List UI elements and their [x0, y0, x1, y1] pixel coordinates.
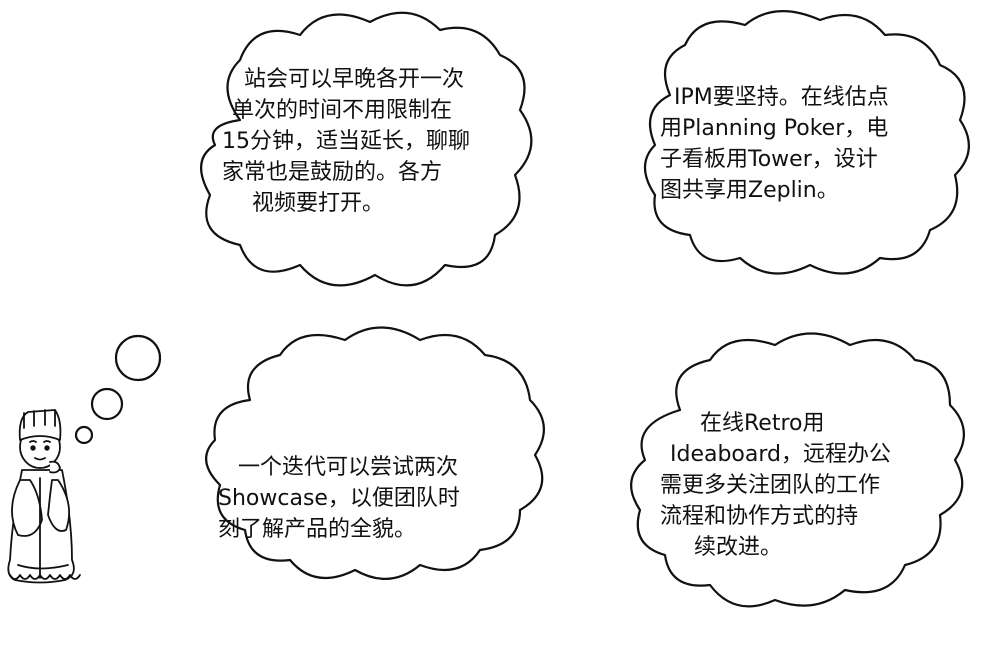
cloud-1-line-4: 家常也是鼓励的。各方 [222, 160, 443, 185]
cloud-1-line-5: 视频要打开。 [252, 191, 385, 216]
cloud-1-line-2: 单次的时间不用限制在 [232, 98, 453, 123]
thought-cloud-4 [630, 332, 965, 608]
thought-bubble-large [114, 334, 162, 382]
thought-cloud-3 [205, 326, 545, 580]
cloud-4-line-4: 流程和协作方式的持 [660, 504, 859, 529]
cloud-3-line-1: 一个迭代可以尝试两次 [238, 455, 459, 480]
thought-cloud-2 [643, 10, 970, 275]
thought-bubble-small [74, 425, 94, 445]
cloud-1-line-3: 15分钟，适当延长，聊聊 [222, 129, 470, 154]
thought-cloud-1 [200, 11, 533, 287]
thinking-scholar-icon [7, 409, 81, 584]
cloud-4-line-2: Ideaboard，远程办公 [670, 442, 891, 467]
cloud-1-text: 站会可以早晚各开一次 单次的时间不用限制在 15分钟，适当延长，聊聊 家常也是鼓… [222, 64, 470, 219]
cloud-4-text: 在线Retro用 Ideaboard，远程办公 需更多关注团队的工作 流程和协作… [660, 408, 891, 563]
cloud-2-line-1: IPM要坚持。在线估点 [674, 85, 889, 110]
cloud-3-text: 一个迭代可以尝试两次 Showcase，以便团队时 刻了解产品的全貌。 [218, 452, 460, 545]
cloud-2-line-2: 用Planning Poker，电 [660, 116, 889, 141]
cloud-2-line-3: 子看板用Tower，设计 [660, 147, 878, 172]
cloud-4-line-5: 续改进。 [694, 535, 783, 560]
thought-bubble-medium [90, 387, 124, 421]
cloud-4-line-3: 需更多关注团队的工作 [660, 473, 881, 498]
cloud-1-line-1: 站会可以早晚各开一次 [244, 67, 465, 92]
cloud-2-line-4: 图共享用Zeplin。 [660, 178, 839, 203]
cloud-3-line-2: Showcase，以便团队时 [218, 486, 460, 511]
cloud-4-line-1: 在线Retro用 [700, 411, 825, 436]
cloud-2-text: IPM要坚持。在线估点 用Planning Poker，电 子看板用Tower，… [660, 82, 889, 206]
cloud-3-line-3: 刻了解产品的全貌。 [218, 517, 417, 542]
